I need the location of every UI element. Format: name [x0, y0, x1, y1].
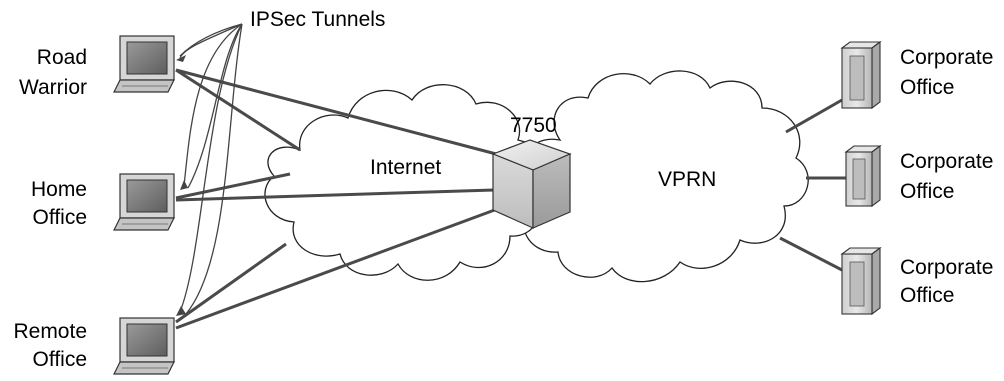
- tunnel-arrow: [185, 23, 243, 315]
- tunnel-line: [175, 242, 287, 324]
- ipsec-tunnels-label: IPSec Tunnels: [250, 8, 385, 31]
- tunnel-line: [175, 172, 291, 200]
- tunnel-line: [175, 206, 501, 330]
- remote-office-label-line1: Remote: [13, 320, 87, 343]
- remote-office-laptop-icon: [113, 317, 175, 375]
- road-warrior-label-line2: Warrior: [19, 76, 87, 99]
- corporate-server-icon: [840, 40, 882, 110]
- remote-office-label-line2: Office: [33, 348, 87, 371]
- internet-label: Internet: [370, 156, 441, 179]
- tunnel-line: [175, 188, 495, 202]
- tunnel-line: [175, 68, 301, 152]
- corporate-server-icon: [840, 246, 882, 316]
- router-label: 7750: [510, 114, 557, 137]
- arrowhead: [176, 306, 186, 316]
- router-7750-icon: [491, 139, 572, 229]
- tunnel-arrow: [179, 23, 243, 313]
- home-office-label-line1: Home: [31, 178, 87, 201]
- road-warrior-laptop-icon: [113, 35, 175, 93]
- corporate-link: [779, 236, 843, 272]
- tunnel-arrow: [187, 23, 243, 189]
- tunnel-arrow: [179, 23, 243, 57]
- arrowhead: [180, 180, 188, 190]
- road-warrior-label-line1: Road: [37, 46, 87, 69]
- corporate-office-2-line1: Corporate: [900, 150, 993, 173]
- tunnel-arrowheads: [176, 55, 188, 316]
- corporate-office-3-line1: Corporate: [900, 256, 993, 279]
- corporate-office-2-line2: Office: [900, 180, 954, 203]
- arrowhead: [176, 55, 186, 62]
- tunnel-annotation-arrows: [179, 23, 243, 315]
- home-office-label-line2: Office: [33, 206, 87, 229]
- tunnel-arrow: [183, 23, 243, 187]
- home-office-laptop-icon: [113, 173, 175, 231]
- tunnel-line: [175, 68, 501, 157]
- corporate-link: [785, 98, 843, 134]
- vprn-label: VPRN: [658, 168, 716, 191]
- corporate-server-icon: [844, 144, 882, 208]
- internet-cloud: [264, 84, 544, 281]
- corporate-links: [779, 98, 846, 272]
- corporate-office-1-line2: Office: [900, 76, 954, 99]
- tunnel-arrow: [179, 23, 243, 59]
- corporate-office-1-line1: Corporate: [900, 46, 993, 69]
- ipsec-links: [175, 68, 501, 330]
- corporate-office-3-line2: Office: [900, 284, 954, 307]
